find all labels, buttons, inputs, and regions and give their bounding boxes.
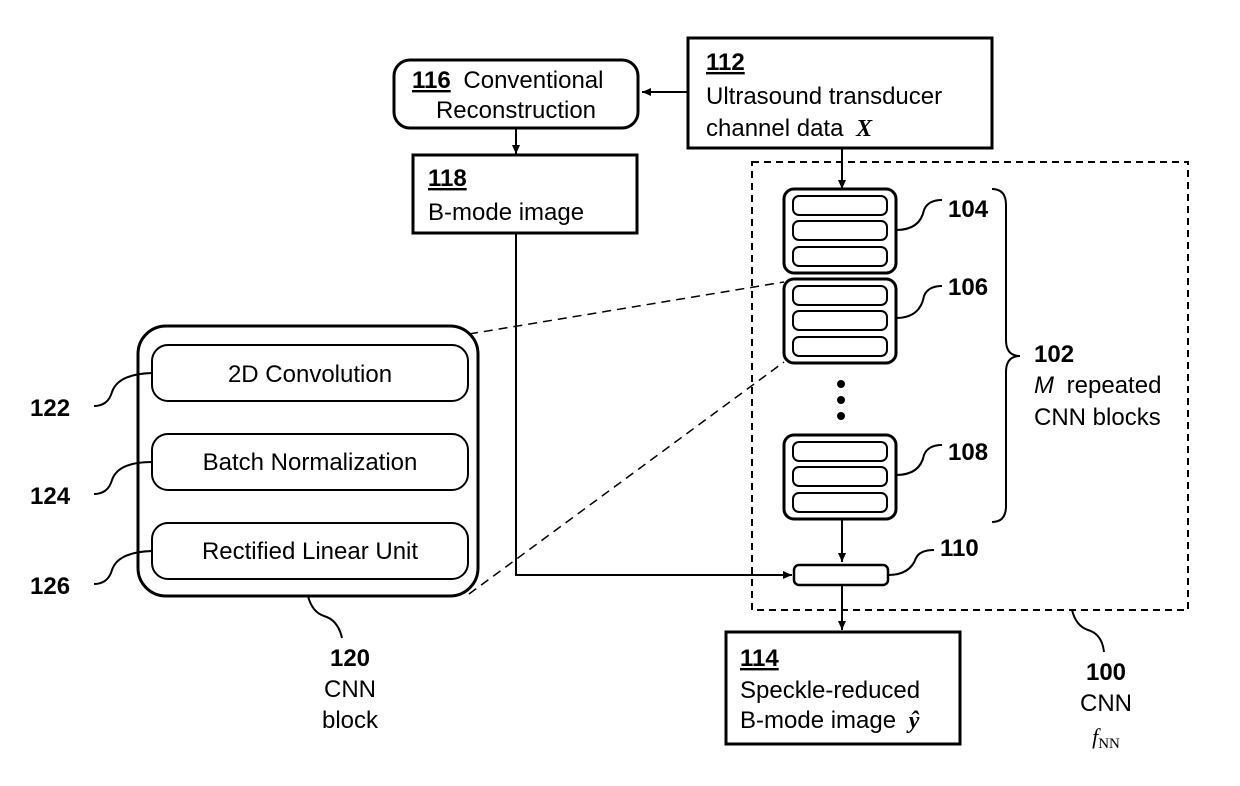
ref-112: 112 xyxy=(706,49,745,76)
cnn-block-108 xyxy=(784,435,896,519)
ref-118: 118 xyxy=(428,165,467,192)
layer-conv-label: 2D Convolution xyxy=(228,361,392,388)
cnn-block-caption-line2: block xyxy=(322,707,379,734)
repeated-line2: CNN blocks xyxy=(1034,404,1161,431)
ref-122: 122 xyxy=(30,395,70,422)
ref-120: 120 xyxy=(330,645,370,672)
var-m: M xyxy=(1034,372,1054,399)
ref-126: 126 xyxy=(30,573,70,600)
bmode-image-box: 118 B-mode image xyxy=(413,155,637,233)
ref-100: 100 xyxy=(1086,659,1126,686)
leader-106 xyxy=(896,286,942,318)
cnn-block-106 xyxy=(784,279,896,363)
ref-104: 104 xyxy=(948,196,989,223)
var-x: X xyxy=(855,116,873,142)
transducer-data-box: 112 Ultrasound transducer channel data X xyxy=(688,38,992,148)
svg-text:channel data X: channel data X xyxy=(706,115,873,142)
svg-text:M repeated: M repeated xyxy=(1034,372,1161,399)
ref-108: 108 xyxy=(948,439,988,466)
repeated-line1: repeated xyxy=(1067,372,1162,399)
svg-text:116 Conventional: 116 Conventional xyxy=(412,67,604,94)
layer-bn-label: Batch Normalization xyxy=(203,449,418,476)
brace-102 xyxy=(992,189,1020,522)
svg-text:B-mode image ŷ: B-mode image ŷ xyxy=(740,707,920,734)
ref-102: 102 xyxy=(1034,341,1074,368)
leader-110 xyxy=(888,550,934,575)
fn-subscript: NN xyxy=(1098,736,1120,752)
merge-unit-110 xyxy=(794,565,888,585)
ref-116: 116 xyxy=(412,67,451,94)
output-line2: B-mode image xyxy=(740,707,896,734)
bmode-label: B-mode image xyxy=(428,199,584,226)
skip-connection xyxy=(516,233,792,575)
ref-114: 114 xyxy=(740,645,779,672)
ref-110: 110 xyxy=(940,535,979,562)
recon-line2: Reconstruction xyxy=(436,97,596,124)
network-caption: CNN xyxy=(1080,690,1132,717)
leader-104 xyxy=(896,200,942,230)
leader-108 xyxy=(896,445,942,475)
cnn-block-caption-line1: CNN xyxy=(324,676,376,703)
recon-line1: Conventional xyxy=(463,67,603,94)
cnn-block-104 xyxy=(784,189,896,273)
var-y-hat: ŷ xyxy=(906,708,920,734)
ellipsis-dots xyxy=(837,380,845,420)
leader-120 xyxy=(308,596,342,638)
leader-100 xyxy=(1072,610,1104,652)
ref-124: 124 xyxy=(30,483,71,510)
output-line1: Speckle-reduced xyxy=(740,677,920,704)
output-image-box: 114 Speckle-reduced B-mode image ŷ xyxy=(726,632,960,744)
svg-text:fNN: fNN xyxy=(1092,724,1120,752)
ref-106: 106 xyxy=(948,274,988,301)
layer-relu-label: Rectified Linear Unit xyxy=(202,538,418,565)
conventional-reconstruction-box: 116 Conventional Reconstruction xyxy=(394,60,638,128)
transducer-line2: channel data xyxy=(706,115,844,142)
transducer-line1: Ultrasound transducer xyxy=(706,83,942,110)
